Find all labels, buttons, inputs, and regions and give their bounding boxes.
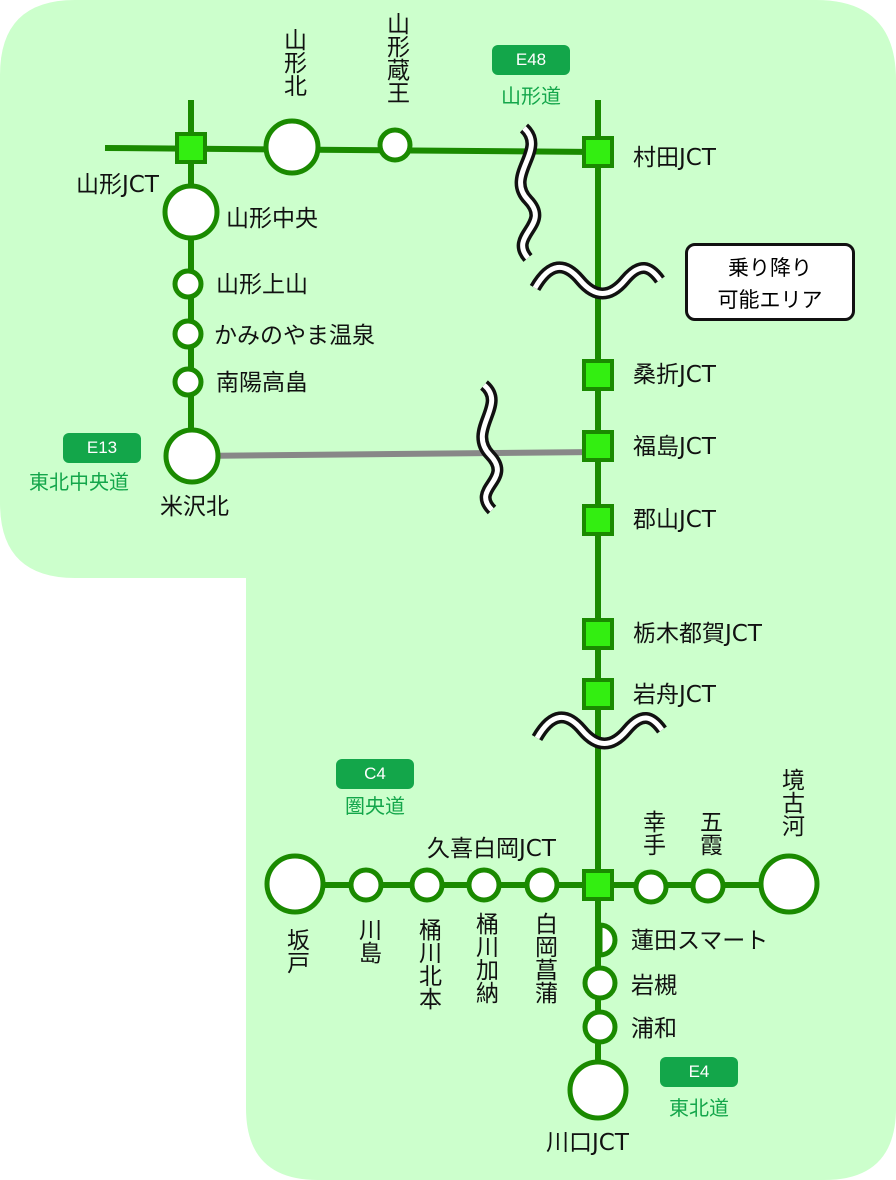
ic-yamagata-kita	[263, 118, 321, 176]
label-satte: 幸手	[638, 810, 665, 856]
ic-iwatsuki	[582, 965, 618, 1001]
label-sakado: 坂戸	[282, 928, 309, 974]
label-okegawa-kano: 桶川加納	[471, 912, 498, 1004]
label-yonezawa-kita: 米沢北	[160, 494, 229, 520]
route-name-e4: 東北道	[669, 1096, 729, 1120]
route-name-c4: 圏央道	[345, 794, 405, 818]
ic-kawajima	[348, 867, 384, 903]
label-yamagata-chuo: 山形中央	[226, 206, 318, 232]
label-tochigitsuga-jct: 栃木都賀JCT	[633, 621, 762, 647]
label-okegawa-kitamoto: 桶川北本	[414, 918, 441, 1010]
break-mark-e4-south	[531, 711, 667, 750]
ic-okegawa-kano	[466, 867, 502, 903]
label-kuwaori-jct: 桑折JCT	[633, 362, 716, 388]
badge-e13: E13	[63, 433, 141, 463]
legend-line-1: 乗り降り	[728, 256, 812, 280]
label-fukushima-jct: 福島JCT	[633, 434, 716, 460]
ic-shiraoka-shobu	[524, 867, 560, 903]
jct-tochigitsuga	[582, 618, 614, 650]
label-urawa: 浦和	[631, 1016, 677, 1042]
ic-yamagata-kaminoyama	[172, 268, 204, 300]
label-koriyama-jct: 郡山JCT	[633, 507, 716, 533]
ic-satte	[633, 869, 669, 905]
label-kaminoyama-onsen: かみのやま温泉	[214, 323, 375, 349]
jct-murata	[582, 136, 614, 168]
legend-box: 乗り降り 可能エリア	[685, 243, 855, 321]
label-kuki-shiraoka-jct: 久喜白岡JCT	[427, 836, 556, 862]
ic-sakaikoga	[758, 853, 820, 915]
label-hasuda-smart: 蓮田スマート	[631, 928, 769, 954]
label-kawajima: 川島	[354, 918, 381, 964]
label-kawaguchi-jct: 川口JCT	[546, 1130, 629, 1156]
label-iwafune-jct: 岩舟JCT	[633, 682, 716, 708]
label-shiraoka-shobu: 白岡菖蒲	[530, 912, 557, 1004]
gray-connector-line	[191, 449, 599, 459]
ic-kawaguchi-jct	[567, 1059, 629, 1121]
label-sakaikoga: 境古河	[777, 768, 804, 837]
ic-kaminoyama-onsen	[172, 318, 204, 350]
ic-urawa	[582, 1009, 618, 1045]
label-yamagata-kaminoyama: 山形上山	[216, 272, 308, 298]
ic-nanyo-takahata	[172, 366, 204, 398]
jct-koriyama	[582, 504, 614, 536]
badge-e48: E48	[492, 45, 570, 75]
jct-fukushima	[582, 430, 614, 462]
jct-kuki-shiraoka	[582, 869, 614, 901]
jct-kuwaori	[582, 359, 614, 391]
route-name-e48: 山形道	[501, 84, 561, 108]
ic-okegawa-kitamoto	[409, 867, 445, 903]
ic-yonezawa-kita	[163, 427, 221, 485]
break-mark-e4-north	[529, 261, 665, 300]
label-iwatsuki: 岩槻	[631, 973, 677, 999]
label-murata-jct: 村田JCT	[633, 145, 716, 171]
badge-e4: E4	[660, 1057, 738, 1087]
legend-line-2: 可能エリア	[717, 288, 823, 312]
label-yamagata-kita: 山形北	[279, 28, 306, 97]
ic-goka	[690, 868, 726, 904]
ic-hasuda-smart	[597, 922, 618, 958]
ic-yamagata-zao	[377, 127, 413, 163]
break-mark-connector	[476, 380, 504, 515]
badge-c4: C4	[336, 759, 414, 789]
ic-sakado	[264, 853, 326, 915]
jct-yamagata	[175, 132, 207, 164]
ic-yamagata-chuo	[162, 183, 220, 241]
route-name-e13: 東北中央道	[29, 470, 129, 494]
break-mark-e48	[514, 123, 542, 262]
label-goka: 五霞	[695, 810, 722, 856]
label-nanyo-takahata: 南陽高畠	[216, 370, 308, 396]
label-yamagata-jct: 山形JCT	[76, 172, 159, 198]
jct-iwafune	[582, 678, 614, 710]
label-yamagata-zao: 山形蔵王	[382, 12, 409, 104]
